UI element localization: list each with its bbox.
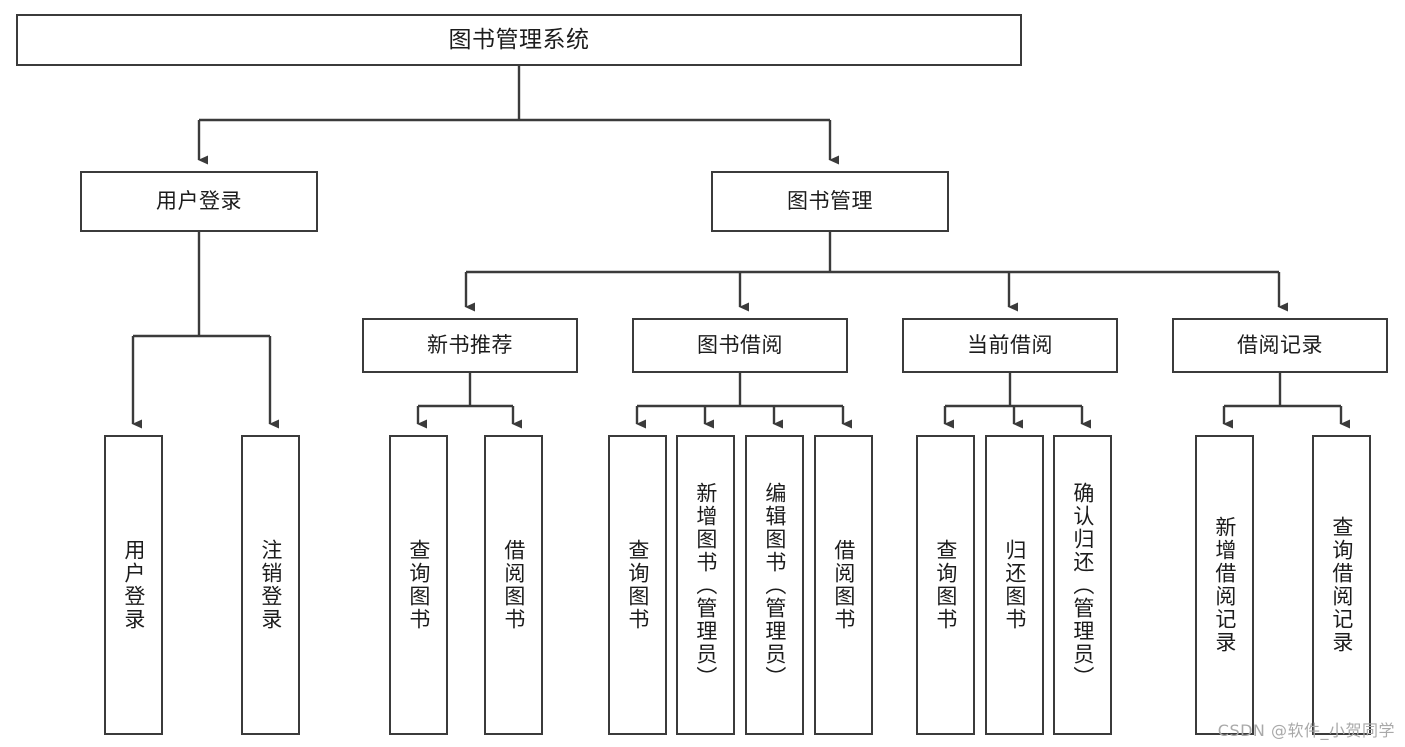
node-level2-当前借阅[interactable]: 当前借阅 <box>902 318 1118 373</box>
node-label: 确认归还（管理员） <box>1070 481 1095 689</box>
node-leaf-8[interactable]: 查询图书 <box>916 435 975 735</box>
node-label: 当前借阅 <box>967 333 1053 358</box>
node-label: 编辑图书（管理员） <box>762 481 787 689</box>
node-label: 借阅图书 <box>501 539 526 631</box>
node-label: 用户登录 <box>121 539 146 631</box>
node-label: 新增图书（管理员） <box>693 481 718 689</box>
node-label: 图书借阅 <box>697 333 783 358</box>
node-level2-新书推荐[interactable]: 新书推荐 <box>362 318 578 373</box>
node-leaf-10[interactable]: 确认归还（管理员） <box>1053 435 1112 735</box>
watermark-text: CSDN @软件_小贺同学 <box>1217 721 1395 740</box>
node-label: 查询借阅记录 <box>1329 516 1354 654</box>
node-leaf-5[interactable]: 新增图书（管理员） <box>676 435 735 735</box>
node-level1-用户登录[interactable]: 用户登录 <box>80 171 318 232</box>
node-leaf-4[interactable]: 查询图书 <box>608 435 667 735</box>
node-label: 用户登录 <box>156 189 242 214</box>
node-leaf-2[interactable]: 查询图书 <box>389 435 448 735</box>
node-label: 图书管理系统 <box>448 26 590 53</box>
node-label: 注销登录 <box>258 539 283 631</box>
node-leaf-0[interactable]: 用户登录 <box>104 435 163 735</box>
node-label: 查询图书 <box>625 539 650 631</box>
node-label: 查询图书 <box>933 539 958 631</box>
node-root-图书管理系统[interactable]: 图书管理系统 <box>16 14 1022 66</box>
node-leaf-9[interactable]: 归还图书 <box>985 435 1044 735</box>
node-label: 查询图书 <box>406 539 431 631</box>
node-leaf-3[interactable]: 借阅图书 <box>484 435 543 735</box>
node-level2-图书借阅[interactable]: 图书借阅 <box>632 318 848 373</box>
node-level2-借阅记录[interactable]: 借阅记录 <box>1172 318 1388 373</box>
node-label: 借阅记录 <box>1237 333 1323 358</box>
node-level1-图书管理[interactable]: 图书管理 <box>711 171 949 232</box>
node-label: 借阅图书 <box>831 539 856 631</box>
node-label: 图书管理 <box>787 189 873 214</box>
node-leaf-11[interactable]: 新增借阅记录 <box>1195 435 1254 735</box>
node-leaf-12[interactable]: 查询借阅记录 <box>1312 435 1371 735</box>
node-label: 新书推荐 <box>427 333 513 358</box>
node-label: 新增借阅记录 <box>1212 516 1237 654</box>
node-leaf-7[interactable]: 借阅图书 <box>814 435 873 735</box>
node-label: 归还图书 <box>1002 539 1027 631</box>
node-leaf-6[interactable]: 编辑图书（管理员） <box>745 435 804 735</box>
node-leaf-1[interactable]: 注销登录 <box>241 435 300 735</box>
